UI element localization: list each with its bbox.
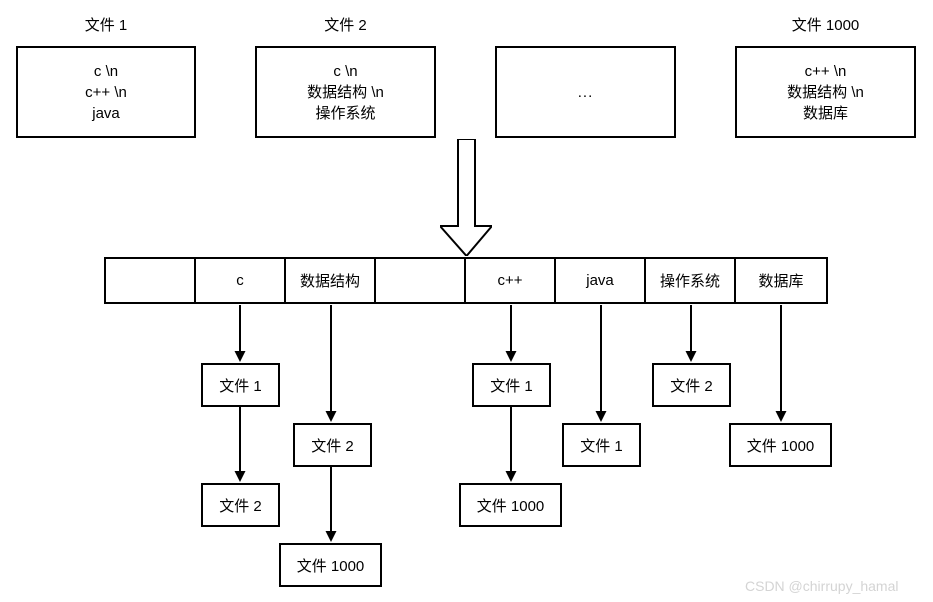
file-result-box[interactable]: 文件 1000 [729, 423, 832, 467]
document-line: c \n [93, 62, 119, 80]
connector-arrow [323, 305, 339, 422]
document-box: c++ \n 数据结构 \n 数据库 [735, 46, 916, 138]
connector-arrow [232, 305, 248, 362]
document-box: c \n 数据结构 \n 操作系统 [255, 46, 436, 138]
document-line: 数据结构 \n [787, 83, 864, 101]
file-result-box[interactable]: 文件 1 [201, 363, 280, 407]
file-result-label: 文件 2 [670, 377, 713, 395]
connector-arrow [593, 305, 609, 422]
index-cell-3[interactable]: 数据结构 [286, 259, 376, 302]
document-line: 数据库 [802, 104, 848, 122]
index-cell-7[interactable]: 操作系统 [646, 259, 736, 302]
file-result-label: 文件 1000 [476, 497, 545, 515]
file-result-label: 文件 1 [490, 377, 533, 395]
index-cell-5[interactable]: c++ [466, 259, 556, 302]
connector-arrow [503, 305, 519, 362]
index-cell-label: 数据库 [758, 273, 804, 290]
document-box: ... [495, 46, 676, 138]
file-result-label: 文件 1000 [746, 437, 815, 455]
file-result-box[interactable]: 文件 1 [472, 363, 551, 407]
document-box: c \n c++ \n java [16, 46, 196, 138]
block-down-arrow [440, 139, 492, 256]
index-cell-label: 数据结构 [299, 273, 360, 290]
file-result-box[interactable]: 文件 2 [652, 363, 731, 407]
document-caption: 文件 1 [84, 17, 128, 34]
file-result-box[interactable]: 文件 2 [293, 423, 372, 467]
document-line: java [92, 104, 120, 122]
document-line: c++ \n [804, 62, 847, 80]
index-cell-2[interactable]: c [196, 259, 286, 302]
file-result-label: 文件 1 [219, 377, 262, 395]
file-result-label: 文件 2 [311, 437, 354, 455]
connector-arrow [232, 407, 248, 482]
inverted-index-table: c 数据结构 c++ java 操作系统 数据库 [104, 257, 828, 304]
index-cell-label: 操作系统 [659, 273, 720, 290]
index-cell-6[interactable]: java [556, 259, 646, 302]
file-result-label: 文件 1 [580, 437, 623, 455]
index-cell-8[interactable]: 数据库 [736, 259, 826, 302]
watermark-label: CSDN @chirrupy_hamal [745, 578, 899, 594]
index-cell-label: java [586, 272, 614, 289]
file-result-label: 文件 1000 [296, 557, 365, 575]
document-caption: 文件 1000 [791, 17, 860, 34]
document-line: 数据结构 \n [307, 83, 384, 101]
file-result-box[interactable]: 文件 1000 [459, 483, 562, 527]
ellipsis-text: ... [577, 83, 594, 101]
connector-arrow [323, 467, 339, 542]
connector-arrow [773, 305, 789, 422]
connector-arrow [503, 407, 519, 482]
connector-arrow [683, 305, 699, 362]
index-cell-label: c [236, 272, 244, 289]
document-line: 操作系统 [315, 104, 376, 122]
file-result-box[interactable]: 文件 1 [562, 423, 641, 467]
file-result-box[interactable]: 文件 1000 [279, 543, 382, 587]
document-line: c \n [333, 62, 358, 80]
index-cell-4[interactable] [376, 259, 466, 302]
index-cell-1[interactable] [106, 259, 196, 302]
file-result-label: 文件 2 [219, 497, 262, 515]
file-result-box[interactable]: 文件 2 [201, 483, 280, 527]
index-cell-label: c++ [497, 272, 523, 289]
document-line: c++ \n [85, 83, 127, 101]
document-caption: 文件 2 [324, 17, 367, 34]
